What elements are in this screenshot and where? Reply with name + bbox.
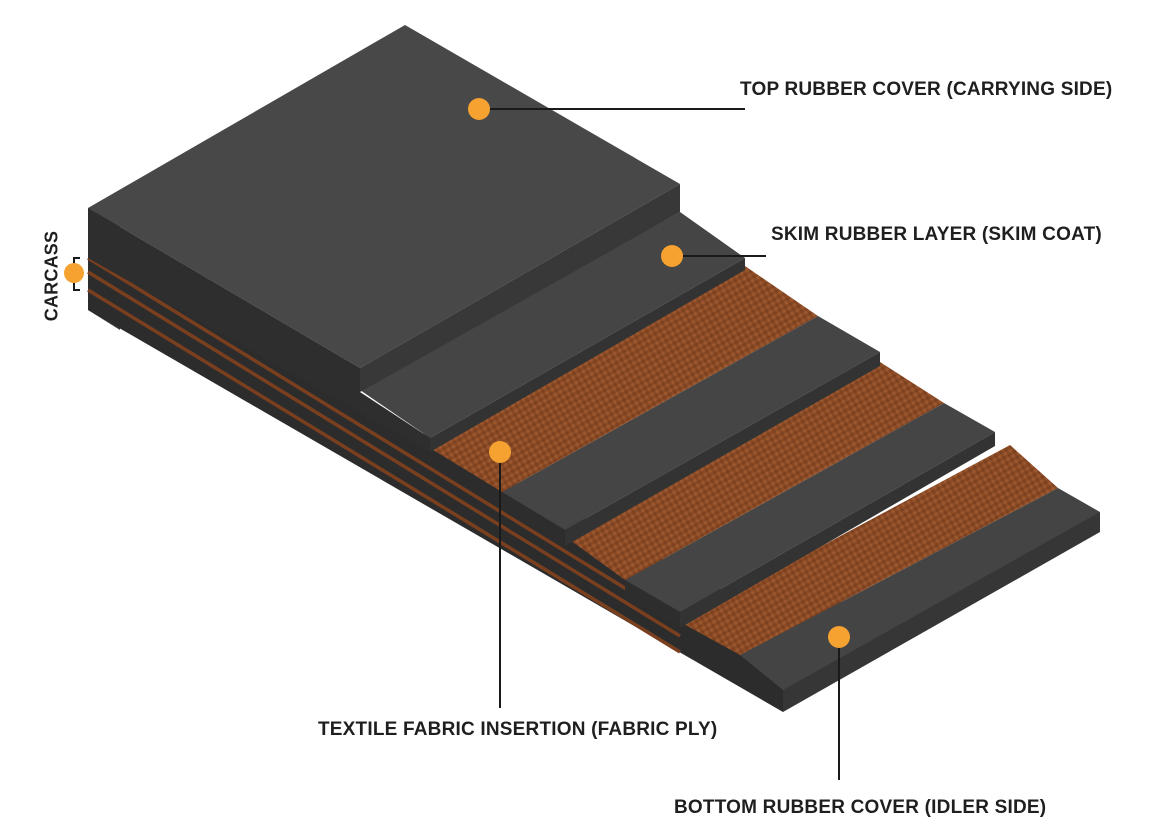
- fabric-ply-line-3: [87, 288, 681, 654]
- label-textile-fabric-insertion: TEXTILE FABRIC INSERTION (FABRIC PLY): [318, 719, 718, 740]
- fabric-ply-2: [570, 362, 944, 580]
- bottom-cover-end-face: [783, 512, 1100, 712]
- fabric-ply-line-1: [87, 256, 681, 624]
- skim-coat-end-face: [430, 258, 745, 452]
- skim-coat-top-surface: [360, 212, 745, 438]
- skim-step-3-end: [680, 432, 995, 628]
- fabric-ply-line-2: [87, 270, 681, 638]
- marker-carcass: [64, 263, 84, 283]
- top-cover-front-face: [88, 208, 430, 452]
- label-carcass: CARCASS: [41, 230, 62, 322]
- skim-step-2-end: [565, 352, 880, 546]
- marker-skim-layer: [661, 245, 683, 267]
- skim-step-3-front: [625, 580, 680, 628]
- marker-top-cover: [468, 98, 490, 120]
- marker-fabric-ply: [489, 441, 511, 463]
- label-bottom-rubber-cover: BOTTOM RUBBER COVER (IDLER SIDE): [674, 797, 1047, 818]
- top-cover-end-face: [360, 184, 680, 392]
- label-skim-rubber-layer: SKIM RUBBER LAYER (SKIM COAT): [771, 224, 1102, 245]
- marker-bottom-cover: [828, 626, 850, 648]
- markers: [64, 98, 850, 648]
- skim-step-2-top: [502, 316, 880, 530]
- label-top-rubber-cover: TOP RUBBER COVER (CARRYING SIDE): [740, 79, 1113, 100]
- fabric-ply-3: [680, 445, 1058, 655]
- skim-step-2-front: [502, 492, 565, 546]
- fabric-ply-1: [430, 266, 818, 492]
- fabric-ply-lines: [87, 256, 681, 654]
- top-cover-top-surface: [88, 25, 680, 368]
- skim-step-3-top: [625, 403, 995, 612]
